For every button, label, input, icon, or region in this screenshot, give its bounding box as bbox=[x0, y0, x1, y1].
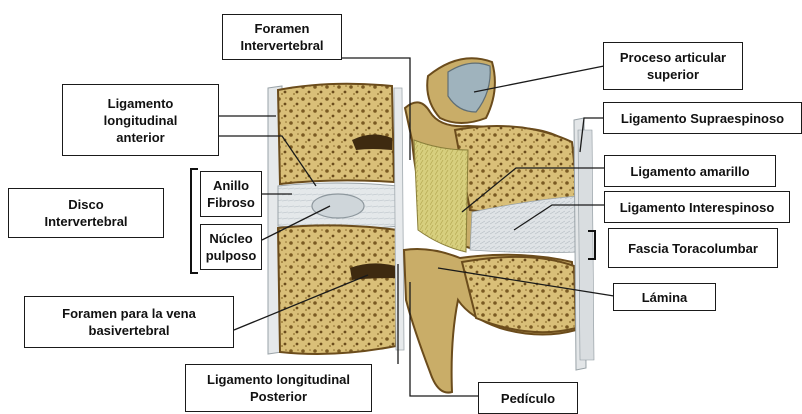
label-ligamento-supraespinoso: Ligamento Supraespinoso bbox=[603, 102, 802, 134]
label-pediculo: Pedículo bbox=[478, 382, 578, 414]
lower-spinous-process bbox=[462, 257, 576, 332]
label-ligamento-amarillo-text: Ligamento amarillo bbox=[630, 163, 749, 180]
label-foramen-vena-basivertebral: Foramen para la vena basivertebral bbox=[24, 296, 234, 348]
ligamentum-flavum bbox=[414, 140, 468, 252]
label-foramen-vena-basivertebral-text: Foramen para la vena basivertebral bbox=[62, 305, 196, 339]
label-ligamento-amarillo: Ligamento amarillo bbox=[604, 155, 776, 187]
disc-brace bbox=[190, 168, 198, 274]
label-lamina: Lámina bbox=[613, 283, 716, 311]
label-anillo-fibroso-text: Anillo Fibroso bbox=[207, 177, 255, 211]
label-ligamento-longitudinal-posterior-text: Ligamento longitudinal Posterior bbox=[207, 371, 350, 405]
lower-vertebral-body bbox=[278, 225, 398, 354]
label-ligamento-longitudinal-anterior-text: Ligamento longitudinal anterior bbox=[104, 95, 178, 146]
fascia-brace bbox=[588, 230, 596, 260]
label-fascia-toracolumbar-text: Fascia Toracolumbar bbox=[628, 240, 758, 257]
label-nucleo-pulposo: Núcleo pulposo bbox=[200, 224, 262, 270]
label-ligamento-longitudinal-anterior: Ligamento longitudinal anterior bbox=[62, 84, 219, 156]
label-foramen-intervertebral-text: Foramen Intervertebral bbox=[240, 20, 323, 54]
upper-vertebral-body bbox=[278, 84, 394, 184]
label-ligamento-longitudinal-posterior: Ligamento longitudinal Posterior bbox=[185, 364, 372, 412]
label-foramen-intervertebral: Foramen Intervertebral bbox=[222, 14, 342, 60]
label-nucleo-pulposo-text: Núcleo pulposo bbox=[206, 230, 257, 264]
lower-basivertebral-foramen bbox=[350, 263, 396, 280]
nucleus-pulposus bbox=[312, 194, 364, 218]
label-fascia-toracolumbar: Fascia Toracolumbar bbox=[608, 228, 778, 268]
label-ligamento-interespinoso: Ligamento Interespinoso bbox=[604, 191, 790, 223]
label-lamina-text: Lámina bbox=[642, 289, 688, 306]
label-anillo-fibroso: Anillo Fibroso bbox=[200, 171, 262, 217]
label-proceso-articular-text: Proceso articular superior bbox=[620, 49, 726, 83]
label-proceso-articular: Proceso articular superior bbox=[603, 42, 743, 90]
label-disco-intervertebral-text: Disco Intervertebral bbox=[44, 196, 127, 230]
label-pediculo-text: Pedículo bbox=[501, 390, 555, 407]
label-ligamento-supraespinoso-text: Ligamento Supraespinoso bbox=[621, 110, 784, 127]
posterior-longitudinal-ligament bbox=[394, 88, 404, 350]
label-disco-intervertebral: Disco Intervertebral bbox=[8, 188, 164, 238]
label-ligamento-interespinoso-text: Ligamento Interespinoso bbox=[620, 199, 775, 216]
